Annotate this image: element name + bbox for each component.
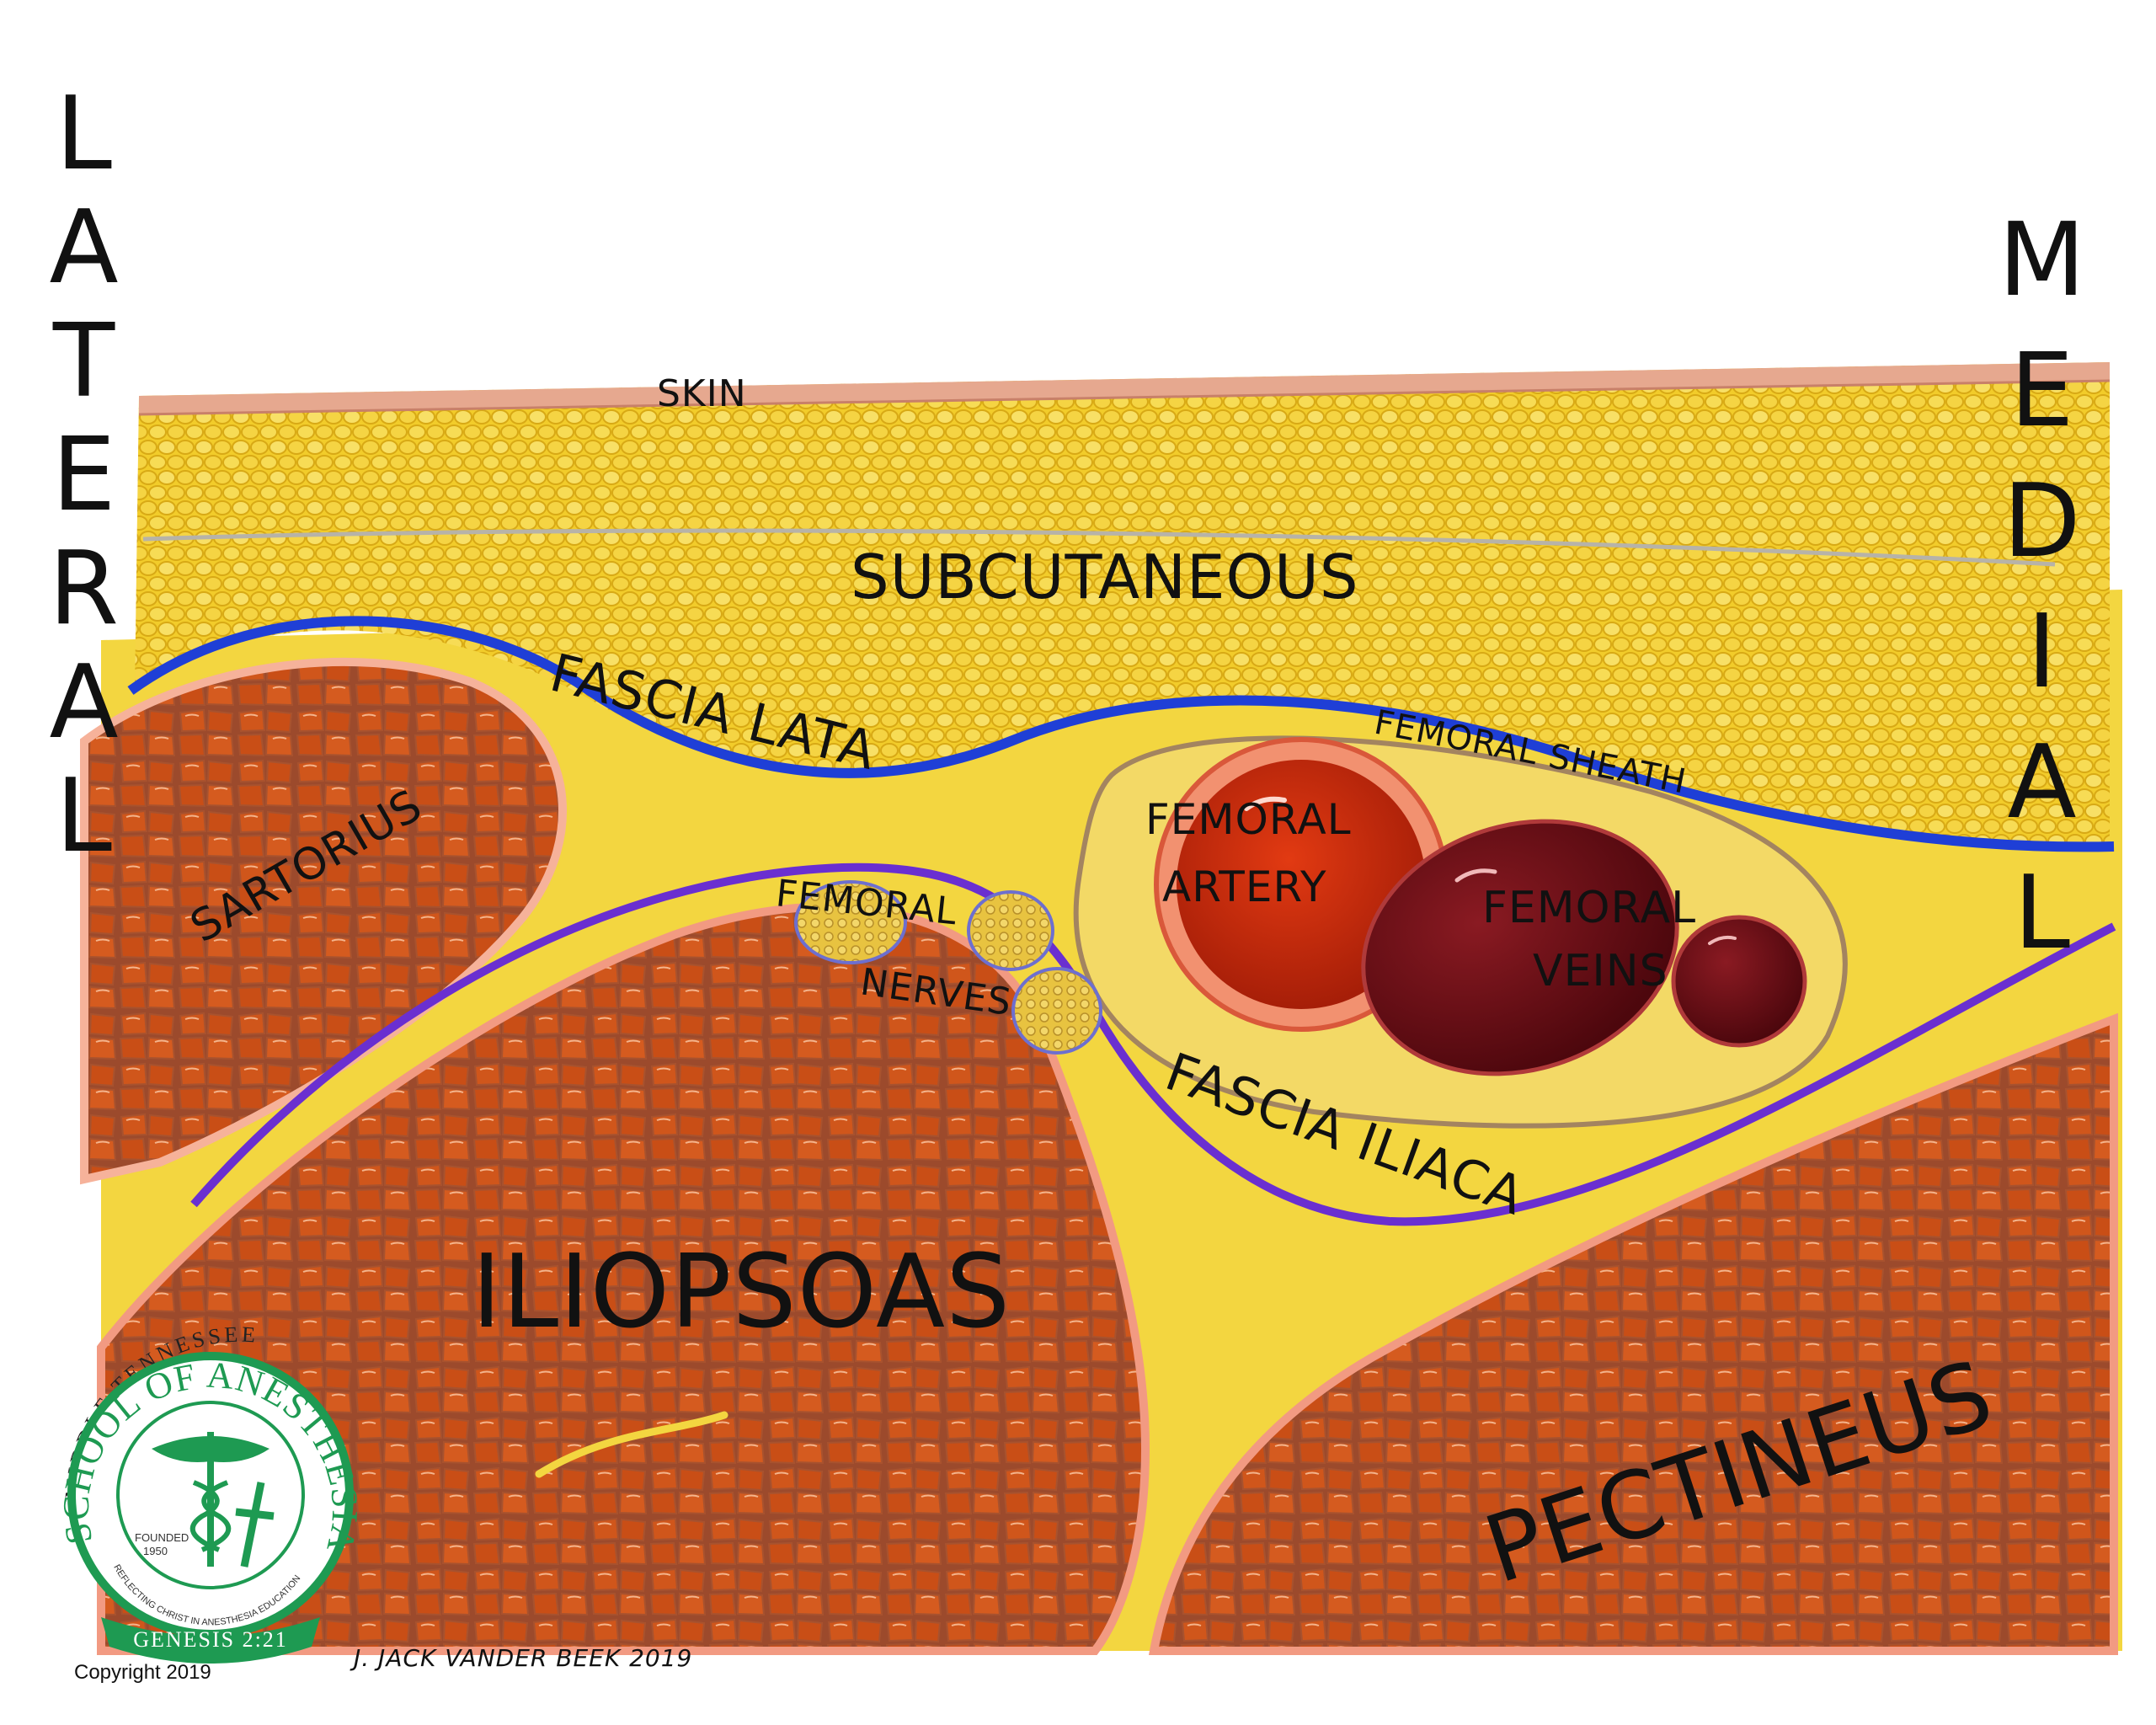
subcutaneous-fat [135,362,2110,851]
school-logo: MIDDLE TENNESSEE SCHOOL OF ANESTHESIA FO… [56,1322,365,1664]
medial-letter: I [2027,594,2057,711]
subcutaneous-label: SUBCUTANEOUS [851,542,1359,612]
femoral-artery-label-line1: FEMORAL [1145,795,1352,844]
caduceus-icon [152,1432,270,1567]
lateral-letter: L [56,76,113,193]
lateral-letter: A [49,644,119,761]
femoral-veins [1361,819,1807,1076]
medial-label: M E D I A L [1999,202,2087,972]
medial-letter: D [2003,463,2081,580]
femoral-artery-label-line2: ARTERY [1162,862,1327,911]
cross-icon [235,1482,275,1567]
lateral-letter: E [52,417,117,534]
lateral-letter: R [49,531,120,648]
medial-letter: M [1999,202,2087,319]
medial-letter: L [2014,855,2071,972]
femoral-nerves [794,880,1102,1055]
logo-founded: FOUNDED [135,1531,189,1544]
logo-banner-text: GENESIS 2:21 [133,1627,288,1652]
medial-letter: A [2007,724,2077,841]
logo-banner [101,1617,320,1664]
pectineus-muscle [1148,1012,2118,1655]
femoral-veins-label-line1: FEMORAL [1482,883,1696,933]
femoral-veins-label-line2: VEINS [1533,946,1668,996]
lateral-letter: T [52,303,115,420]
lateral-letter: L [56,758,113,875]
iliopsoas-label: ILIOPSOAS [472,1234,1011,1351]
skin-layer [139,362,2110,414]
skin-label: SKIN [657,372,747,415]
artist-signature: J. JACK VANDER BEEK 2019 [350,1644,692,1672]
fascia-lata-line [127,616,2115,852]
lateral-label: L A T E R A L [49,76,120,875]
logo-founded-year: 1950 [143,1545,168,1557]
copyright-notice: Copyright 2019 [74,1661,211,1684]
medial-letter: E [2010,333,2075,450]
lateral-letter: A [49,190,119,307]
